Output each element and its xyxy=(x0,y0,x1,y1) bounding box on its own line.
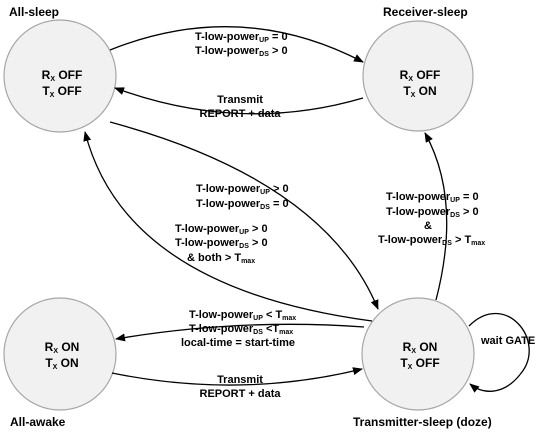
state-circle xyxy=(362,20,474,132)
edge-all-sleep-to-receiver-sleep xyxy=(109,26,364,63)
svg-text:T-low-powerUP = 0: T-low-powerUP = 0 xyxy=(386,191,479,204)
svg-text:local-time = start-time: local-time = start-time xyxy=(181,337,295,349)
svg-text:T-low-powerDS = 0: T-low-powerDS = 0 xyxy=(196,198,289,211)
svg-text:T-low-powerDS > 0: T-low-powerDS > 0 xyxy=(175,237,268,250)
state-circle xyxy=(361,297,475,411)
state-title: All-awake xyxy=(10,415,66,429)
svg-text:T-low-powerDS > Tmax: T-low-powerDS > Tmax xyxy=(378,234,485,247)
label-transmitter-sleep-to-receiver-sleep: T-low-powerUP = 0 T-low-powerDS > 0 & T-… xyxy=(378,191,485,247)
label-transmitter-sleep-to-all-sleep: T-low-powerUP > 0 T-low-powerDS > 0 & bo… xyxy=(175,223,268,265)
tx-status: TX ON xyxy=(403,84,436,99)
edge-receiver-sleep-to-all-sleep xyxy=(114,87,364,115)
label-all-awake-to-transmitter-sleep: Transmit REPORT + data xyxy=(200,374,282,400)
svg-text:& both > Tmax: & both > Tmax xyxy=(187,252,255,265)
label-all-sleep-to-receiver-sleep: T-low-powerUP = 0 T-low-powerDS > 0 xyxy=(195,31,288,58)
svg-text:Transmit: Transmit xyxy=(217,374,263,386)
label-receiver-sleep-to-all-sleep: Transmit REPORT + data xyxy=(200,94,282,120)
tx-status: TX ON xyxy=(45,356,78,371)
tx-status: TX OFF xyxy=(400,356,439,371)
state-all-awake: All-awake RX ON TX ON xyxy=(3,297,117,429)
svg-text:&: & xyxy=(424,220,432,232)
svg-text:T-low-powerDS > 0: T-low-powerDS > 0 xyxy=(195,45,288,58)
svg-text:T-low-powerUP > 0: T-low-powerUP > 0 xyxy=(196,183,289,196)
state-title: Transmitter-sleep (doze) xyxy=(353,415,492,429)
edge-all-sleep-to-transmitter-sleep xyxy=(109,121,379,310)
edge-all-awake-to-transmitter-sleep xyxy=(111,367,363,386)
state-circle xyxy=(3,297,117,411)
svg-text:REPORT + data: REPORT + data xyxy=(200,108,282,120)
rx-status: RX ON xyxy=(45,340,80,355)
rx-status: RX OFF xyxy=(42,68,83,83)
svg-text:Transmit: Transmit xyxy=(217,94,263,106)
svg-text:T-low-powerUP = 0: T-low-powerUP = 0 xyxy=(195,31,288,44)
state-transmitter-sleep: Transmitter-sleep (doze) RX ON TX OFF xyxy=(353,297,492,429)
rx-status: RX OFF xyxy=(400,68,441,83)
label-transmitter-sleep-to-all-awake: T-low-powerUP < Tmax T-low-powerDS <Tmax… xyxy=(181,309,296,349)
svg-text:T-low-powerDS <Tmax: T-low-powerDS <Tmax xyxy=(189,323,293,336)
svg-text:REPORT + data: REPORT + data xyxy=(200,388,282,400)
label-all-sleep-to-transmitter-sleep: T-low-powerUP > 0 T-low-powerDS = 0 xyxy=(196,183,289,211)
state-circle xyxy=(3,19,117,133)
tx-status: TX OFF xyxy=(42,84,81,99)
state-title: All-sleep xyxy=(9,5,59,19)
svg-text:T-low-powerUP > 0: T-low-powerUP > 0 xyxy=(175,223,268,236)
state-title: Receiver-sleep xyxy=(383,5,468,19)
edge-transmitter-sleep-to-receiver-sleep xyxy=(424,132,448,301)
svg-text:T-low-powerDS > 0: T-low-powerDS > 0 xyxy=(386,206,479,219)
state-receiver-sleep: Receiver-sleep RX OFF TX ON xyxy=(362,5,474,132)
label-self-loop: wait GATE xyxy=(480,335,535,347)
svg-text:T-low-powerUP < Tmax: T-low-powerUP < Tmax xyxy=(189,309,296,322)
edge-transmitter-sleep-to-all-awake xyxy=(115,323,365,342)
edge-transmitter-sleep-self-loop xyxy=(468,312,530,393)
rx-status: RX ON xyxy=(403,340,438,355)
state-all-sleep: All-sleep RX OFF TX OFF xyxy=(3,5,117,133)
edge-transmitter-sleep-to-all-sleep xyxy=(83,131,373,322)
